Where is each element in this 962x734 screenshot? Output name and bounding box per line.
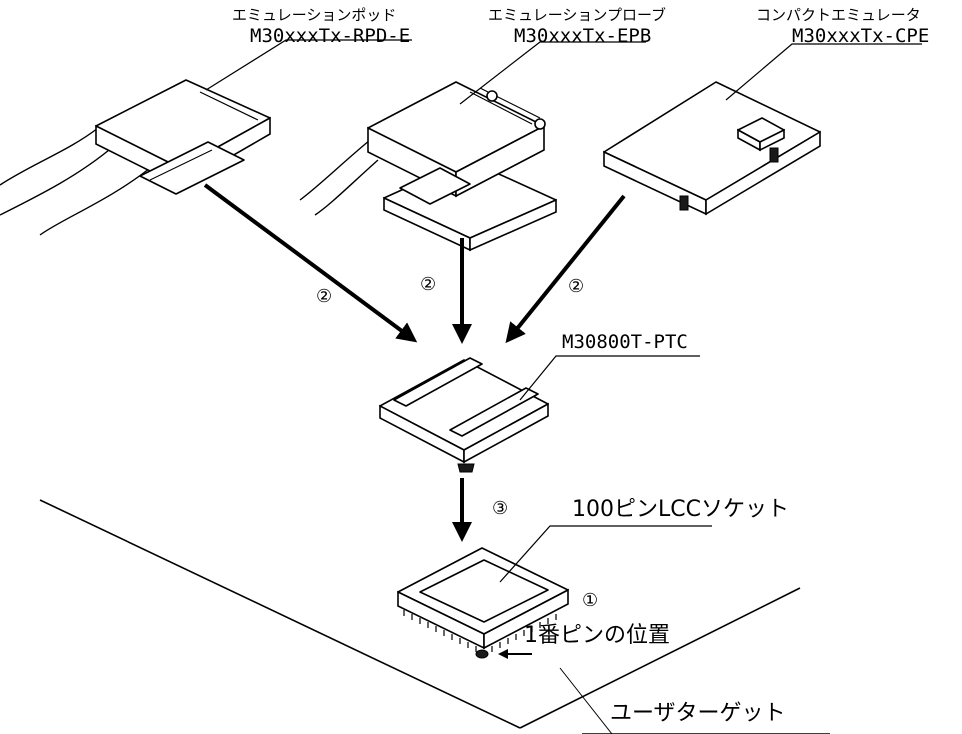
target-label: ユーザターゲット [610, 701, 786, 726]
pitch-converter-drawing [379, 357, 549, 473]
emulation-probe-drawing [299, 81, 557, 252]
pin1-label: 1番ピンの位置 [524, 623, 670, 648]
converter-model: M30800T-PTC [562, 331, 688, 353]
socket-label: 100ピンLCCソケット [572, 497, 789, 522]
connection-arrows [203, 183, 626, 659]
probe-title: エミュレーションプローブ [488, 6, 666, 24]
lcc-socket-drawing [397, 547, 569, 659]
user-target-board [39, 499, 830, 734]
arrow-pod-to-converter [203, 183, 418, 343]
compact-model: M30xxxTx-CPE [792, 25, 929, 47]
step2-label-right: ② [568, 276, 584, 297]
compact-emulator-drawing [603, 81, 821, 216]
probe-model: M30xxxTx-EPB [514, 25, 651, 47]
arrow-compact-to-converter [505, 194, 626, 344]
compact-title: コンパクトエミュレータ [756, 6, 921, 24]
leader-lines [205, 39, 922, 583]
step3-label: ③ [492, 498, 508, 519]
step1-label: ① [582, 590, 598, 611]
step2-label-left: ② [316, 286, 332, 307]
pod-model: M30xxxTx-RPD-E [250, 25, 410, 47]
emulation-pod-drawing [0, 79, 271, 236]
pod-title: エミュレーションポッド [232, 6, 396, 24]
step2-label-middle: ② [420, 274, 436, 295]
